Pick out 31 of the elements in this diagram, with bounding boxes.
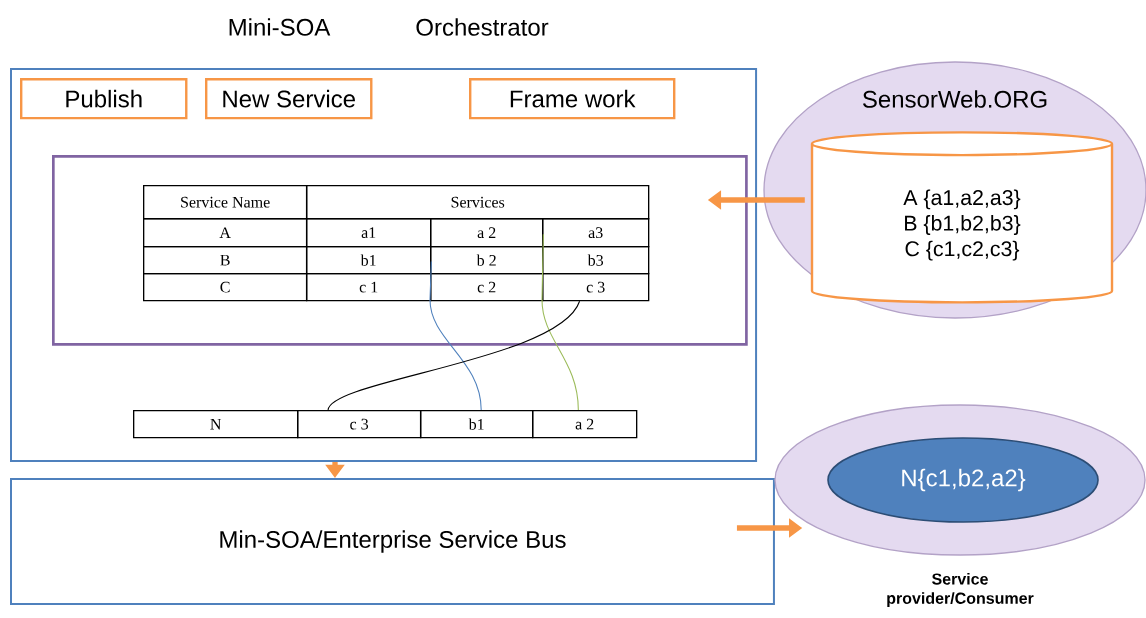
- table-cell: A: [143, 218, 308, 248]
- database-cylinder: A {a1,a2,a3} B {b1,b2,b3} C {c1,c2,c3}: [810, 131, 1114, 304]
- table-panel: [52, 155, 748, 346]
- table-cell: a 2: [532, 410, 638, 439]
- table-cell: C: [143, 273, 308, 302]
- table-cell: Service Name: [143, 185, 308, 220]
- table-cell: b1: [420, 410, 534, 439]
- menu-button: Frame work: [469, 78, 676, 120]
- table-cell: c 3: [542, 273, 650, 302]
- table-cell: B: [143, 246, 308, 275]
- connector-curve: [429, 261, 482, 411]
- menu-button: Publish: [20, 78, 188, 120]
- table-cell: b3: [542, 246, 650, 275]
- table-cell: b1: [306, 246, 432, 275]
- table-cell: N: [133, 410, 299, 439]
- table-cell: b 2: [430, 246, 544, 275]
- connector-curve: [327, 300, 581, 411]
- heading: Mini-SOA: [229, 18, 331, 36]
- table-cell: a 2: [430, 218, 544, 248]
- table-cell: Services: [306, 185, 650, 220]
- node-label: Service provider/Consumer: [887, 572, 1034, 608]
- table-cell: c 3: [297, 410, 422, 439]
- table-cell: c 2: [430, 273, 544, 302]
- connector-curve: [541, 233, 579, 411]
- table-cell: a3: [542, 218, 650, 248]
- bus-box: Min-SOA/Enterprise Service Bus: [10, 478, 775, 606]
- ellipse-title: SensorWeb.ORG: [862, 90, 1047, 108]
- menu-button: New Service: [205, 78, 373, 120]
- table-cell: a1: [306, 218, 432, 248]
- heading: Orchestrator: [416, 18, 549, 36]
- table-cell: c 1: [306, 273, 432, 302]
